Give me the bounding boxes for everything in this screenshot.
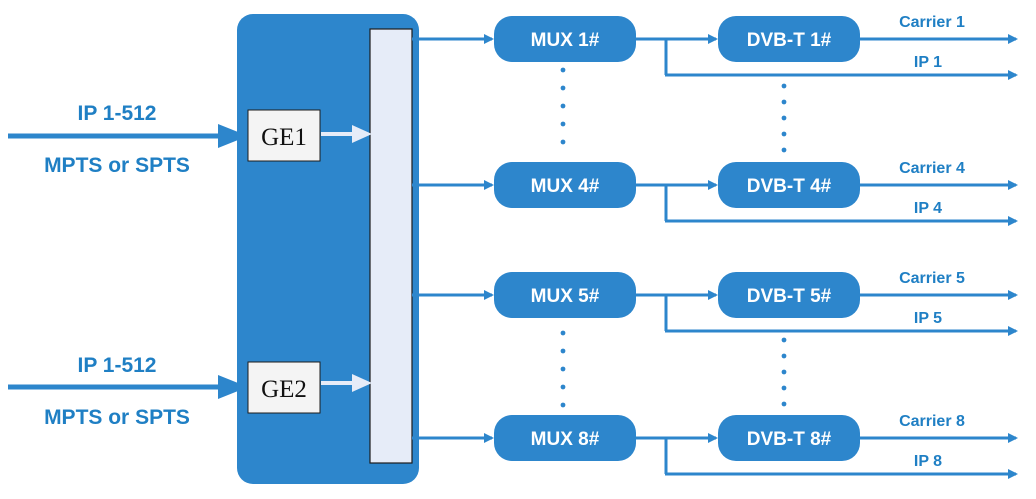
- mux-box-4: [494, 415, 636, 461]
- dvbt-box-3: [718, 272, 860, 318]
- dvbt-label-2: DVB-T 4#: [747, 176, 832, 197]
- carrier-label-1: Carrier 1: [899, 14, 965, 31]
- dvbt-label-3: DVB-T 5#: [747, 286, 832, 307]
- ellipsis-dvbt-top: [781, 83, 787, 153]
- carrier-label-2: Carrier 4: [899, 160, 965, 177]
- input-ip-label-2: IP 1-512: [77, 354, 156, 377]
- input-arrowhead-1: [218, 124, 248, 148]
- ge1-port: [247, 109, 321, 162]
- input-arrowhead-2: [218, 375, 248, 399]
- ge1-port-label: GE1: [261, 124, 307, 151]
- dvbt-box-4: [718, 415, 860, 461]
- ellipsis-dvbt-bottom: [781, 337, 787, 407]
- input-group-2: IP 1-512 MPTS or SPTS GE2: [8, 354, 372, 429]
- ip-output-label-4: IP 8: [914, 453, 942, 470]
- mux-label-2: MUX 4#: [531, 176, 600, 197]
- input-group-1: IP 1-512 MPTS or SPTS GE1: [8, 102, 372, 177]
- mux-label-1: MUX 1#: [531, 30, 600, 51]
- mux-box-1: [494, 16, 636, 62]
- mux-label-4: MUX 8#: [531, 429, 600, 450]
- carrier-label-4: Carrier 8: [899, 413, 965, 430]
- dvbt-box-1: [718, 16, 860, 62]
- input-type-label-2: MPTS or SPTS: [44, 406, 190, 429]
- mux-box-3: [494, 272, 636, 318]
- ip-output-label-1: IP 1: [914, 54, 942, 71]
- input-ip-label-1: IP 1-512: [77, 102, 156, 125]
- dvbt-label-4: DVB-T 8#: [747, 429, 832, 450]
- mux-label-3: MUX 5#: [531, 286, 600, 307]
- ellipsis-mux-top: [560, 67, 566, 145]
- ellipsis-mux-bottom: [560, 330, 566, 408]
- ge2-to-bus-arrowhead: [352, 374, 372, 392]
- carrier-label-3: Carrier 5: [899, 270, 965, 287]
- dvbt-label-1: DVB-T 1#: [747, 30, 832, 51]
- input-type-label-1: MPTS or SPTS: [44, 154, 190, 177]
- mux-box-2: [494, 162, 636, 208]
- ip-output-label-2: IP 4: [914, 200, 942, 217]
- channel-rows: MUX 1# DVB-T 1# Carrier 1 IP 1 MUX 4# DVB-T 4…: [412, 14, 1018, 479]
- internal-bus-bar: [369, 28, 413, 464]
- ge2-port: [247, 361, 321, 414]
- dvbt-box-2: [718, 162, 860, 208]
- ge2-port-label: GE2: [261, 376, 307, 403]
- ge1-to-bus-arrowhead: [352, 125, 372, 143]
- ip-output-label-3: IP 5: [914, 310, 942, 327]
